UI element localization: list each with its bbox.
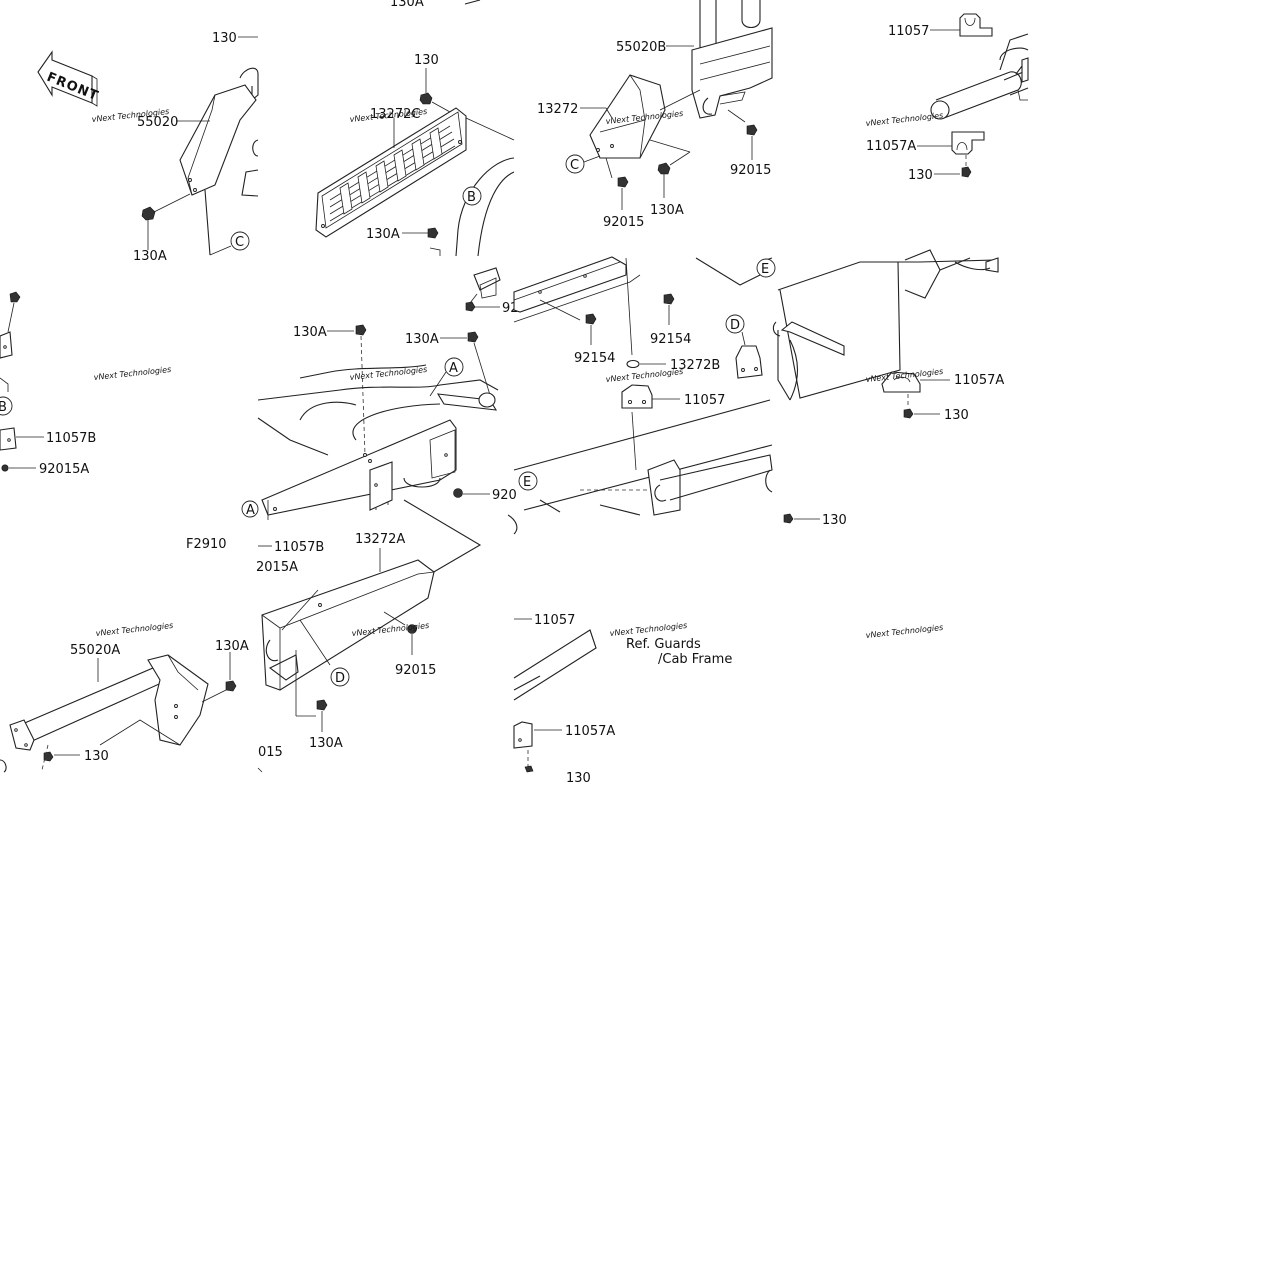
callout-55020: 55020 — [137, 115, 178, 130]
watermark: vNext Technologies — [93, 365, 171, 382]
grille-slots — [329, 125, 456, 222]
callout-130: 130 — [212, 31, 237, 46]
callout-92015: 92015 — [730, 163, 771, 178]
callout-130: 130 — [414, 53, 439, 68]
callout-130A: 130A — [650, 203, 684, 218]
marker-A: A — [246, 503, 255, 518]
marker-C: C — [570, 158, 579, 173]
callout-130: 130 — [944, 408, 969, 423]
watermark: vNext Technologies — [865, 111, 943, 128]
watermark: vNext Technologies — [605, 367, 683, 384]
panel-11057B: B 11057B 92015A vNext Technologies — [0, 291, 172, 477]
callout-130: 130 — [908, 168, 933, 183]
panel-13272: 55020B 13272 C 92015 130A 92015 vNext Te… — [464, 0, 773, 230]
callout-920: 920 — [492, 488, 517, 503]
panel-55020: FRONT 130 55020 130A C vNext Technologie… — [37, 31, 259, 264]
marker-C: C — [235, 235, 244, 250]
panel-ref-guards: 11057 Ref. Guards /Cab Frame 11057A 130 … — [513, 613, 732, 786]
marker-A: A — [449, 361, 458, 376]
marker-D: D — [335, 671, 345, 686]
callout-55020A: 55020A — [70, 643, 120, 658]
panel-bumper-A: 130A 130A A A 920 — [241, 267, 519, 581]
marker-B: B — [467, 190, 476, 205]
callout-130: 130 — [822, 513, 847, 528]
callout-11057A: 11057A — [866, 139, 916, 154]
callout-130A: 130A — [405, 332, 439, 347]
panel-13272C: 130A 130 13272C B 130A vNext Technologie… — [315, 0, 515, 257]
callout-92015A: 92015A — [39, 462, 89, 477]
callout-11057B: 11057B — [274, 540, 324, 555]
panel-11057A-right: 11057A 130 130 vNext Technologies — [772, 249, 1004, 528]
panel-blank: vNext Technologies — [865, 623, 943, 640]
callout-130: 130 — [84, 749, 109, 764]
marker-E: E — [761, 262, 769, 277]
callout-92154: 92154 — [650, 332, 691, 347]
callout-11057B: 11057B — [46, 431, 96, 446]
callout-11057: 11057 — [534, 613, 575, 628]
callout-130A: 130A — [366, 227, 400, 242]
callout-130A-top: 130A — [390, 0, 424, 10]
marker-D: D — [730, 318, 740, 333]
callout-92015: 92015 — [603, 215, 644, 230]
callout-11057A: 11057A — [954, 373, 1004, 388]
callout-130A: 130A — [309, 736, 343, 751]
callout-55020B: 55020B — [616, 40, 666, 55]
watermark: vNext Technologies — [95, 621, 173, 638]
figure-code: F2910 — [186, 537, 227, 552]
marker-B: B — [0, 400, 7, 415]
watermark: vNext Technologies — [609, 621, 687, 638]
ref-note-line1: Ref. Guards — [626, 637, 701, 652]
front-arrow-icon: FRONT — [37, 50, 101, 107]
panel-11057: 11057 11057A 130 vNext Technologies — [865, 13, 1029, 183]
callout-13272B: 13272B — [670, 358, 720, 373]
panel-92154: 92154 92154 E 13272B 11057 D E vNext Tec… — [513, 256, 776, 516]
callout-130: 130 — [566, 771, 591, 786]
callout-130A: 130A — [293, 325, 327, 340]
watermark: vNext Technologies — [865, 623, 943, 640]
callout-11057: 11057 — [684, 393, 725, 408]
callout-11057A: 11057A — [565, 724, 615, 739]
callout-015: 015 — [258, 745, 283, 760]
callout-13272C: 13272C — [370, 107, 420, 122]
callout-13272A: 13272A — [355, 532, 405, 547]
callout-92154: 92154 — [574, 351, 615, 366]
callout-2015A: 2015A — [256, 560, 298, 575]
ref-note-line2: /Cab Frame — [658, 652, 732, 667]
callout-13272: 13272 — [537, 102, 578, 117]
callout-130A: 130A — [133, 249, 167, 264]
callout-11057: 11057 — [888, 24, 929, 39]
callout-92015: 92015 — [395, 663, 436, 678]
callout-130A: 130A — [215, 639, 249, 654]
marker-E: E — [523, 475, 531, 490]
